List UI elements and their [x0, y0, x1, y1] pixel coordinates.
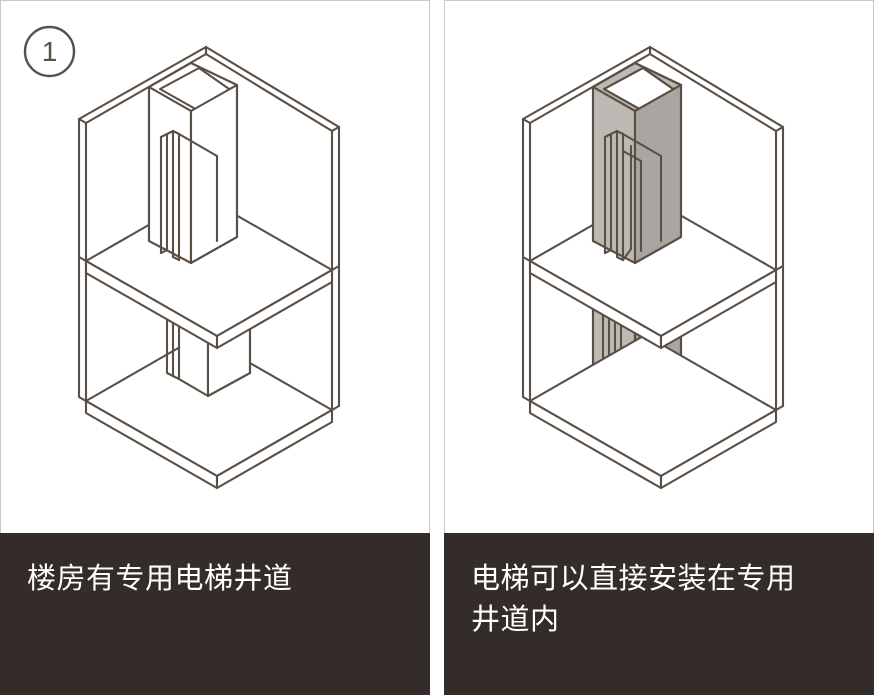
building-installed-shaft-illustration: [521, 45, 785, 490]
panel-left: 1 楼房有专用电梯井道: [0, 0, 430, 695]
caption-bar-right: 电梯可以直接安装在专用 井道内: [444, 533, 874, 695]
panel-divider-gap: [430, 0, 444, 695]
caption-text-left: 楼房有专用电梯井道: [27, 563, 293, 595]
caption-bar-left: 楼房有专用电梯井道: [0, 533, 430, 695]
caption-text-right: 电梯可以直接安装在专用 井道内: [471, 563, 796, 636]
step-number-label: 1: [41, 36, 58, 67]
panel-right: 电梯可以直接安装在专用 井道内: [444, 0, 874, 695]
figure-area-left: 1: [0, 0, 430, 533]
building-empty-shaft-illustration: [77, 45, 341, 490]
figure-area-right: [444, 0, 874, 533]
step-number-badge: 1: [23, 25, 76, 78]
circle-outline-icon: [23, 25, 76, 78]
